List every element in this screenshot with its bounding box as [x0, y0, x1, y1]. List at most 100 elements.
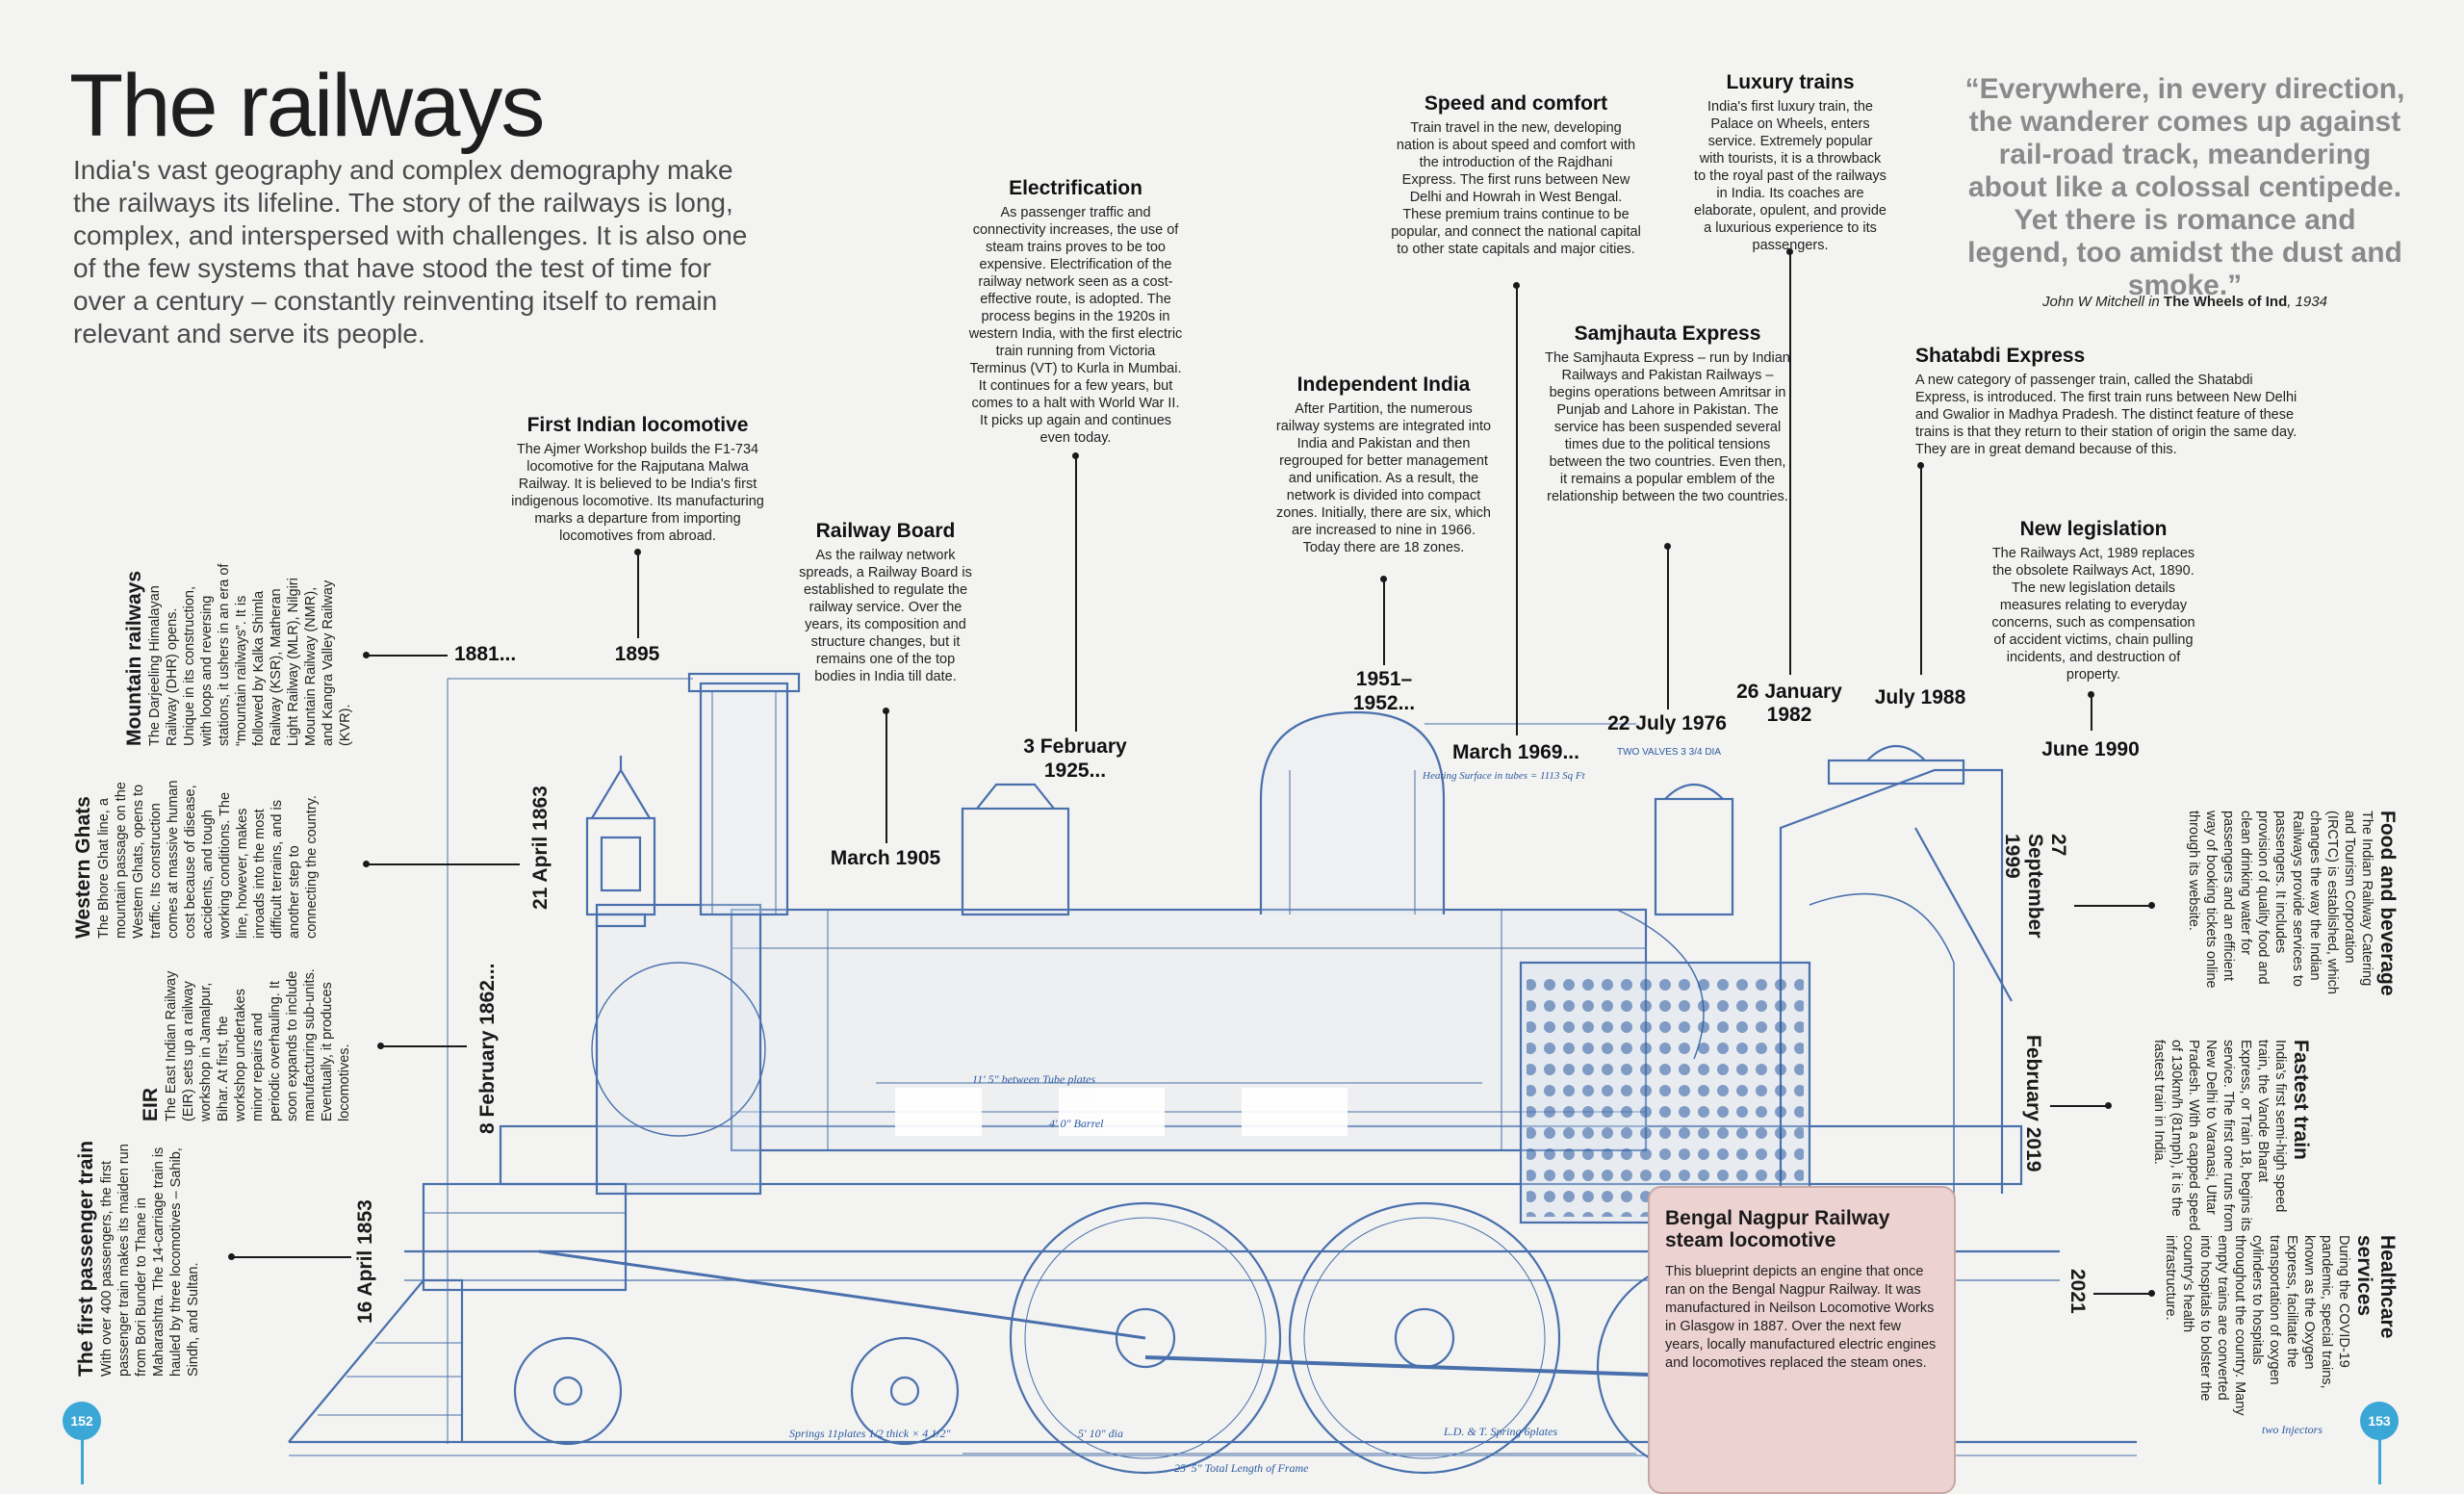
- quote-author: John W Mitchell in: [2042, 294, 2164, 310]
- event-date: 22 July 1976: [1607, 712, 1727, 734]
- blueprint-label-tubes: 11' 5" between Tube plates: [972, 1072, 1096, 1086]
- event-body: With over 400 passengers, the first pass…: [99, 1144, 201, 1377]
- event-shatabdi: Shatabdi Express A new category of passe…: [1915, 345, 2310, 458]
- event-body: The Indian Railway Catering and Tourism …: [2186, 811, 2374, 994]
- event-date-text: 2021: [2066, 1269, 2089, 1314]
- timeline-dot: [2105, 1102, 2112, 1109]
- event-date: 21 April 1863: [529, 786, 552, 910]
- event-electrification: Electrification As passenger traffic and…: [967, 177, 1184, 447]
- blueprint-label-heating: Heating Surface in tubes = 1113 Sq Ft: [1423, 770, 1585, 782]
- timeline-connector: [2091, 694, 2092, 731]
- event-luxury-trains: Luxury trains India's first luxury train…: [1694, 71, 1886, 254]
- timeline-connector: [1516, 285, 1518, 735]
- event-body: Train travel in the new, developing nati…: [1391, 120, 1641, 257]
- callout-title: Bengal Nagpur Railway steam locomotive: [1665, 1207, 1890, 1251]
- event-date-text: 16 April 1853: [354, 1199, 376, 1324]
- event-date: March 1969...: [1452, 741, 1579, 763]
- event-date: February 2019: [2021, 1035, 2044, 1172]
- event-date: 3 February 1925...: [1023, 735, 1127, 782]
- event-title: Speed and comfort: [1424, 92, 1608, 115]
- timeline-connector: [366, 863, 520, 865]
- event-title: Mountain railways: [123, 570, 145, 746]
- timeline-connector: [380, 1045, 467, 1047]
- event-date: 1881...: [454, 643, 517, 665]
- blueprint-label-injectors: two Injectors: [2262, 1423, 2323, 1436]
- event-date: 27 September 1999: [2000, 834, 2069, 940]
- blueprint-label-springs: Springs 11plates 1/2 thick × 4 1/2": [789, 1427, 951, 1440]
- event-fastest-train: Fastest train India's first semi-high sp…: [2150, 1040, 2312, 1232]
- locomotive-callout: Bengal Nagpur Railway steam locomotive T…: [1648, 1186, 1956, 1494]
- timeline-connector: [2050, 1105, 2108, 1107]
- event-healthcare: Healthcare services During the COVID-19 …: [2162, 1235, 2399, 1418]
- timeline-connector: [637, 552, 639, 638]
- timeline-connector: [231, 1256, 351, 1258]
- event-body: India's first semi-high speed train, the…: [2151, 1040, 2288, 1232]
- event-title: The first passenger train: [75, 1140, 97, 1377]
- event-body: After Partition, the numerous railway sy…: [1275, 401, 1492, 555]
- quote-citation: John W Mitchell in The Wheels of Ind, 19…: [1964, 294, 2406, 310]
- event-body: The Darjeeling Himalayan Railway (DHR) o…: [147, 563, 353, 746]
- event-title: First Indian locomotive: [526, 414, 749, 436]
- event-title: Railway Board: [815, 520, 956, 542]
- timeline-connector: [2093, 1293, 2151, 1295]
- event-title: Luxury trains: [1726, 71, 1855, 93]
- event-independent-india: Independent India After Partition, the n…: [1275, 374, 1492, 556]
- event-date-text: 27 September 1999: [2001, 834, 2069, 939]
- blueprint-label-dia: 5' 10" dia: [1078, 1427, 1123, 1440]
- event-date: 1951–1952...: [1352, 668, 1416, 714]
- timeline-dot: [2148, 1290, 2155, 1297]
- event-mountain-railways: Mountain railways The Darjeeling Himalay…: [123, 563, 354, 746]
- event-date: 16 April 1853: [354, 1199, 377, 1324]
- event-title: New legislation: [2019, 518, 2168, 540]
- event-speed-comfort: Speed and comfort Train travel in the ne…: [1391, 92, 1641, 258]
- event-food-beverage: Food and beverage The Indian Railway Cat…: [2185, 811, 2399, 1003]
- event-date: July 1988: [1874, 686, 1966, 708]
- quote-text: “Everywhere, in every direction, the wan…: [1964, 73, 2405, 301]
- callout-body: This blueprint depicts an engine that on…: [1665, 1264, 1937, 1371]
- timeline-connector: [1075, 455, 1077, 732]
- event-date: March 1905: [830, 847, 941, 869]
- event-title: Healthcare services: [2353, 1235, 2399, 1339]
- page-marker-line-right: [2378, 1439, 2381, 1484]
- blueprint-label-valves: TWO VALVES 3 3/4 DIA: [1617, 747, 1721, 758]
- event-body: A new category of passenger train, calle…: [1915, 373, 2297, 457]
- event-date: 26 January 1982: [1736, 681, 1842, 726]
- event-first-locomotive: First Indian locomotive The Ajmer Worksh…: [500, 414, 775, 545]
- timeline-connector: [1383, 579, 1385, 665]
- event-title: EIR: [140, 1087, 162, 1121]
- timeline-dot: [363, 652, 370, 658]
- event-date: June 1990: [2041, 738, 2140, 760]
- timeline-dot: [377, 1043, 384, 1049]
- event-body: As the railway network spreads, a Railwa…: [799, 548, 972, 684]
- event-body: The East Indian Railway (EIR) sets up a …: [164, 968, 352, 1121]
- event-first-passenger-train: The first passenger train With over 400 …: [75, 1121, 202, 1377]
- event-new-legislation: New legislation The Railways Act, 1989 r…: [1988, 518, 2199, 683]
- page-number-right: 153: [2360, 1402, 2399, 1440]
- event-western-ghats: Western Ghats The Bhore Ghat line, a mou…: [72, 780, 321, 939]
- event-title: Fastest train: [2290, 1040, 2312, 1160]
- timeline-connector: [2074, 905, 2151, 907]
- page-title: The railways: [69, 57, 545, 155]
- event-body: The Railways Act, 1989 replaces the obso…: [1991, 546, 2195, 683]
- timeline-dot: [2148, 902, 2155, 909]
- event-samjhauta: Samjhauta Express The Samjhauta Express …: [1545, 322, 1790, 505]
- event-date-text: 8 February 1862...: [476, 963, 499, 1134]
- timeline-dot: [228, 1253, 235, 1260]
- event-body: India's first luxury train, the Palace o…: [1694, 99, 1886, 253]
- event-body: The Bhore Ghat line, a mountain passage …: [96, 780, 320, 939]
- page-number-left: 152: [63, 1402, 101, 1440]
- event-date-text: 21 April 1863: [529, 786, 552, 910]
- timeline-connector: [366, 655, 448, 657]
- quote-year: , 1934: [2287, 294, 2327, 310]
- event-body: As passenger traffic and connectivity in…: [968, 205, 1183, 446]
- event-body: The Ajmer Workshop builds the F1-734 loc…: [511, 442, 764, 544]
- timeline-connector: [1667, 546, 1669, 709]
- blueprint-label-ld: L.D. & T. Spring 6plates: [1444, 1425, 1558, 1438]
- quote-work: The Wheels of Ind: [2163, 294, 2288, 310]
- event-title: Electrification: [1009, 177, 1142, 199]
- event-title: Western Ghats: [72, 796, 94, 939]
- event-date: 2021: [2066, 1269, 2089, 1314]
- event-eir: EIR The East Indian Railway (EIR) sets u…: [140, 963, 353, 1121]
- event-title: Samjhauta Express: [1574, 322, 1761, 345]
